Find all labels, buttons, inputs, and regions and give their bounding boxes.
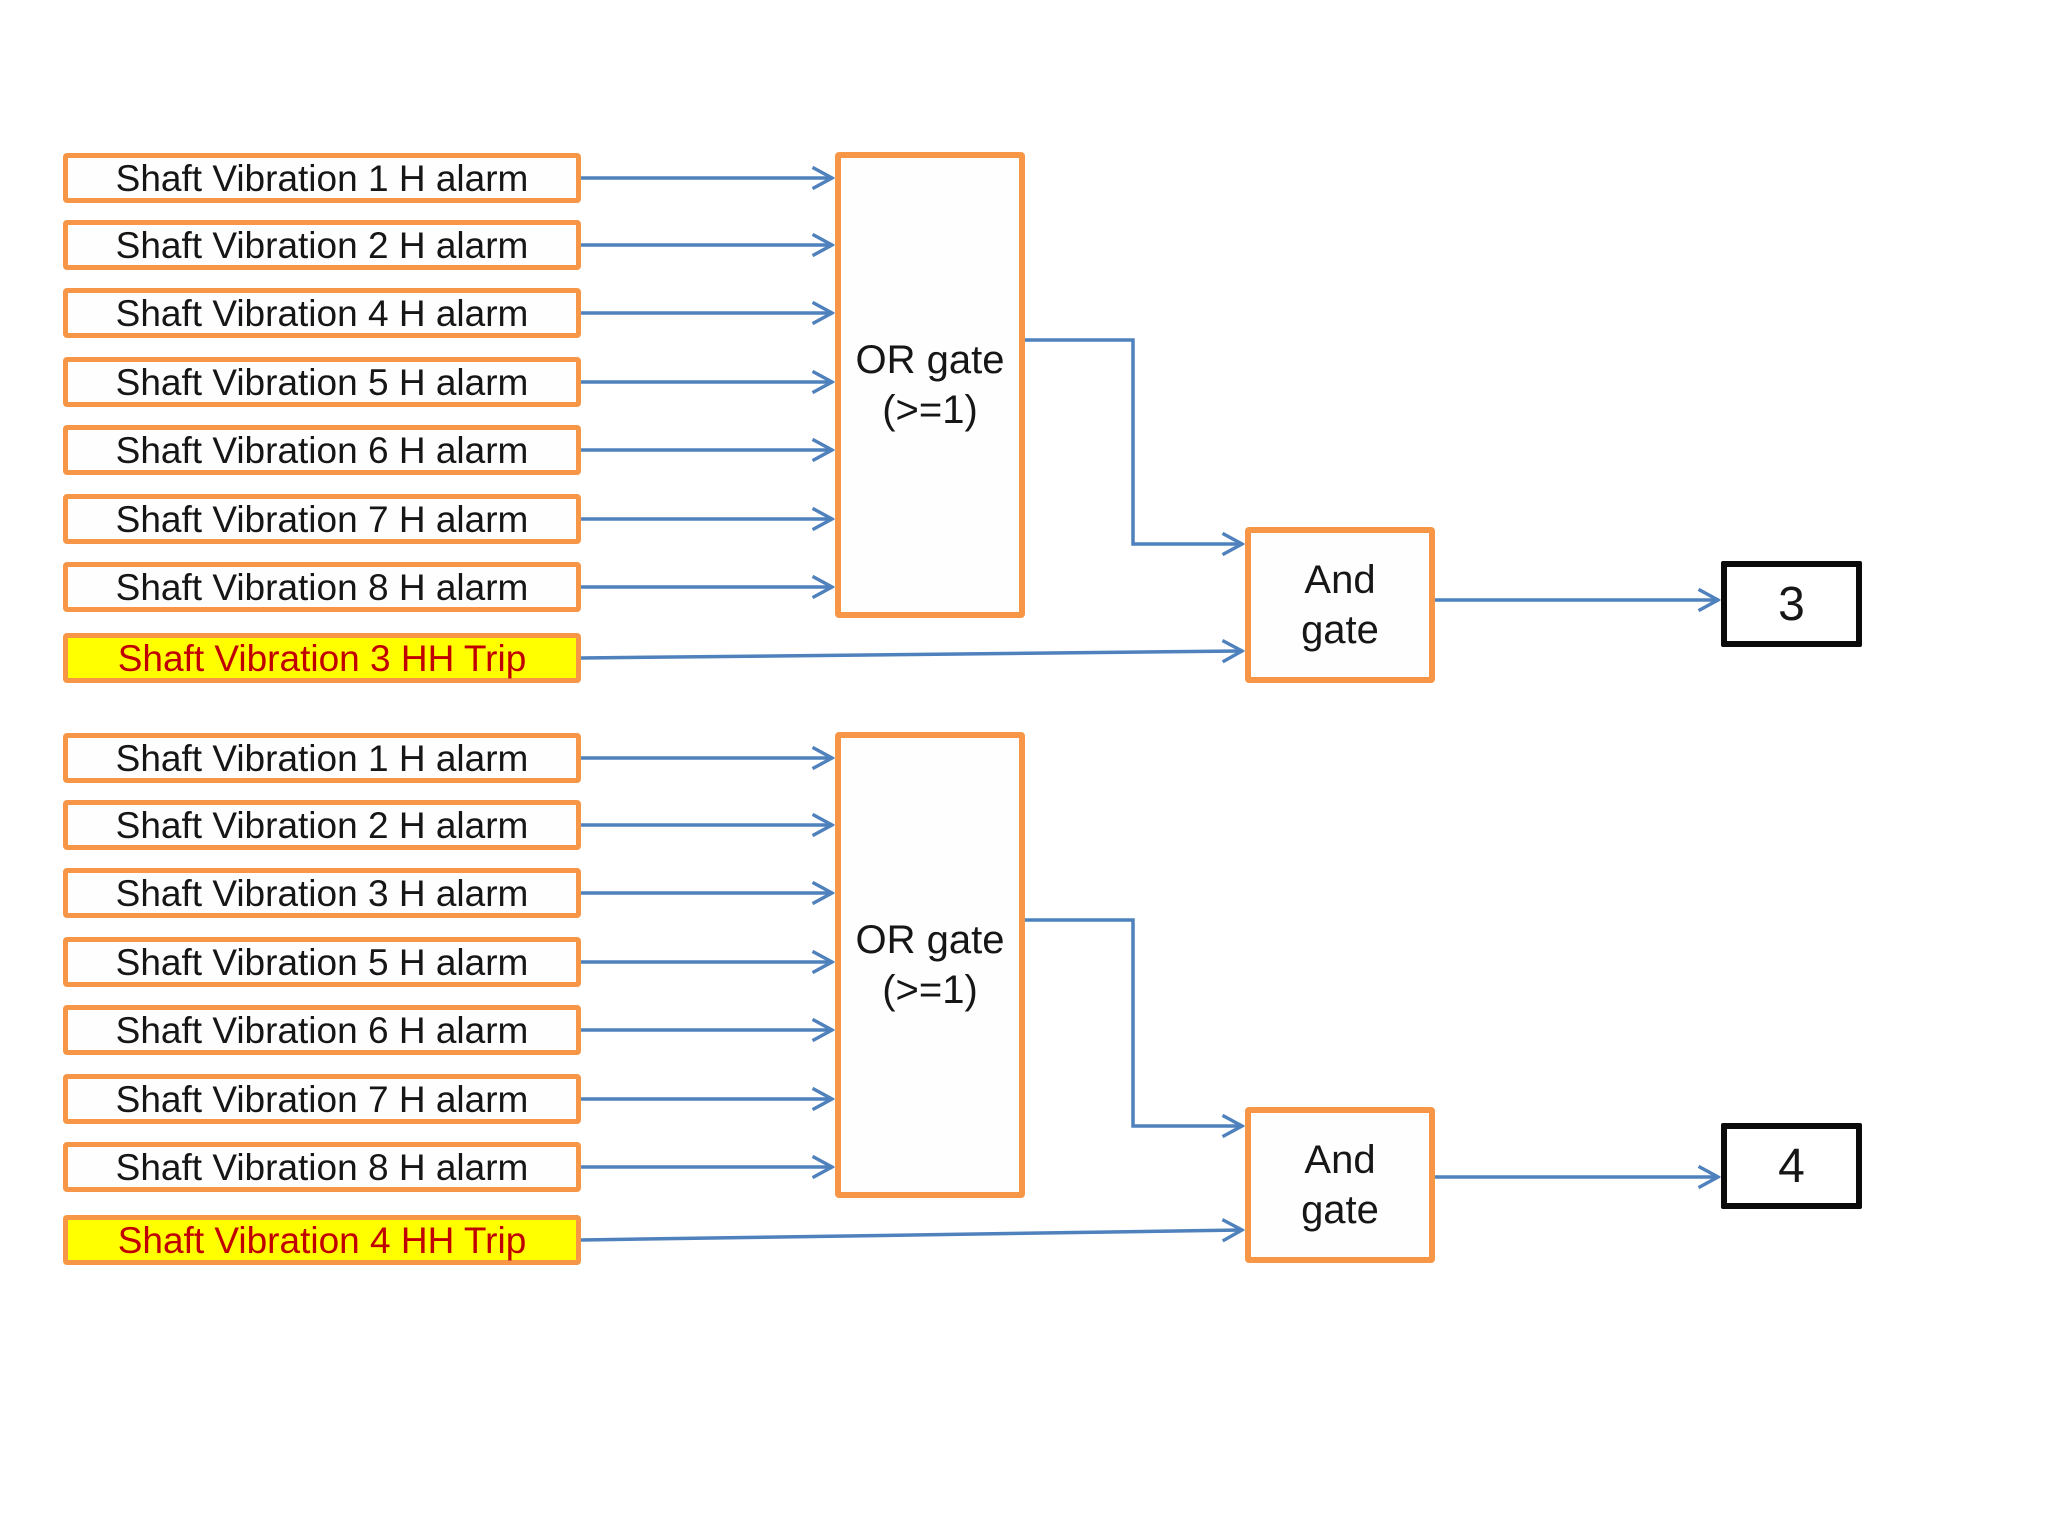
connector-or-to-and (1025, 338, 1241, 544)
alarm-input-box: Shaft Vibration 3 H alarm (63, 868, 581, 918)
alarm-input-box: Shaft Vibration 5 H alarm (63, 937, 581, 987)
or-gate-label-line2: (>=1) (882, 968, 978, 1012)
and-gate-label-line1: And (1304, 558, 1376, 602)
alarm-input-box: Shaft Vibration 1 H alarm (63, 153, 581, 203)
alarm-input-box: Shaft Vibration 6 H alarm (63, 1005, 581, 1055)
or-gate-label-line1: OR gate (855, 338, 1005, 382)
alarm-input-box: Shaft Vibration 4 H alarm (63, 288, 581, 338)
and-gate-label-line2: gate (1301, 608, 1379, 652)
alarm-input-box: Shaft Vibration 8 H alarm (63, 1142, 581, 1192)
alarm-input-box: Shaft Vibration 2 H alarm (63, 800, 581, 850)
connector-trip-to-and (580, 1230, 1241, 1240)
or-gate-box: OR gate (>=1) (835, 152, 1025, 618)
connector-or-to-and (1025, 918, 1241, 1126)
alarm-input-box: Shaft Vibration 6 H alarm (63, 425, 581, 475)
and-gate-label-line1: And (1304, 1138, 1376, 1182)
trip-input-box: Shaft Vibration 4 HH Trip (63, 1215, 581, 1265)
output-box: 4 (1721, 1123, 1862, 1209)
alarm-input-box: Shaft Vibration 5 H alarm (63, 357, 581, 407)
output-box: 3 (1721, 561, 1862, 647)
or-gate-box: OR gate (>=1) (835, 732, 1025, 1198)
connector-trip-to-and (580, 651, 1241, 658)
and-gate-box: And gate (1245, 1107, 1435, 1263)
or-gate-label-line2: (>=1) (882, 388, 978, 432)
alarm-input-box: Shaft Vibration 8 H alarm (63, 562, 581, 612)
alarm-input-box: Shaft Vibration 2 H alarm (63, 220, 581, 270)
and-gate-box: And gate (1245, 527, 1435, 683)
alarm-input-box: Shaft Vibration 7 H alarm (63, 494, 581, 544)
alarm-input-box: Shaft Vibration 7 H alarm (63, 1074, 581, 1124)
and-gate-label-line2: gate (1301, 1188, 1379, 1232)
or-gate-label-line1: OR gate (855, 918, 1005, 962)
trip-input-box: Shaft Vibration 3 HH Trip (63, 633, 581, 683)
alarm-input-box: Shaft Vibration 1 H alarm (63, 733, 581, 783)
